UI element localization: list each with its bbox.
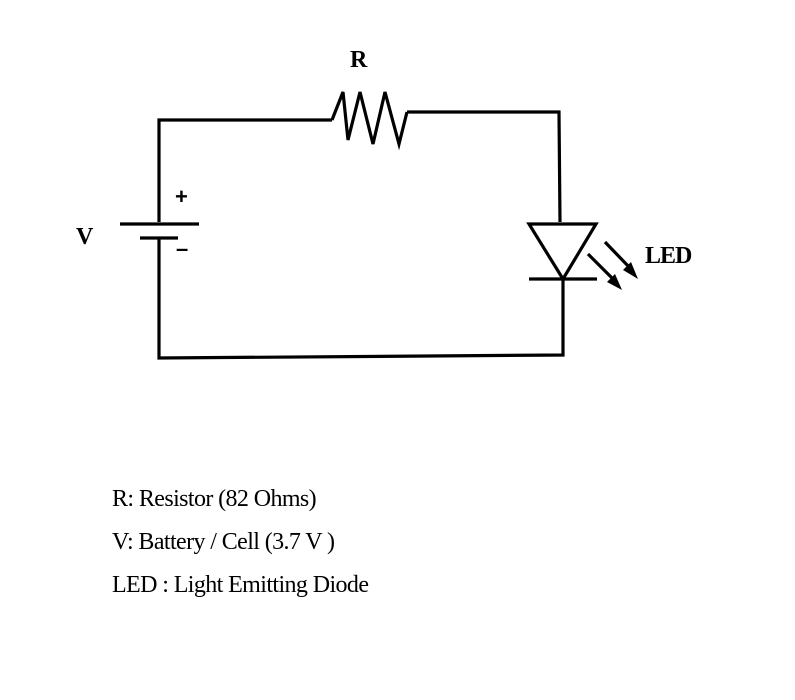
led-label: LED [645,243,692,269]
battery-negative-sign: – [176,236,189,261]
led-arrow-1-shaft [586,252,616,282]
wire-top-right [407,110,562,223]
battery-label: V [76,224,93,250]
legend-item-resistor: R: Resistor (82 Ohms) [112,486,317,512]
battery-positive-sign: + [175,184,188,209]
legend: R: Resistor (82 Ohms) V: Battery / Cell … [112,478,369,607]
legend-item-battery: V: Battery / Cell (3.7 V ) [112,529,335,555]
led-triangle [526,222,599,283]
led-arrow-2-head [623,262,638,279]
resistor-symbol [330,91,409,151]
led-arrow-1-head [607,274,622,290]
legend-item-led: LED : Light Emitting Diode [112,572,369,598]
wire-top-left [157,118,332,222]
wire-right-bottom [157,238,565,360]
resistor-label: R [350,47,367,73]
led-arrow-2-shaft [603,240,632,270]
